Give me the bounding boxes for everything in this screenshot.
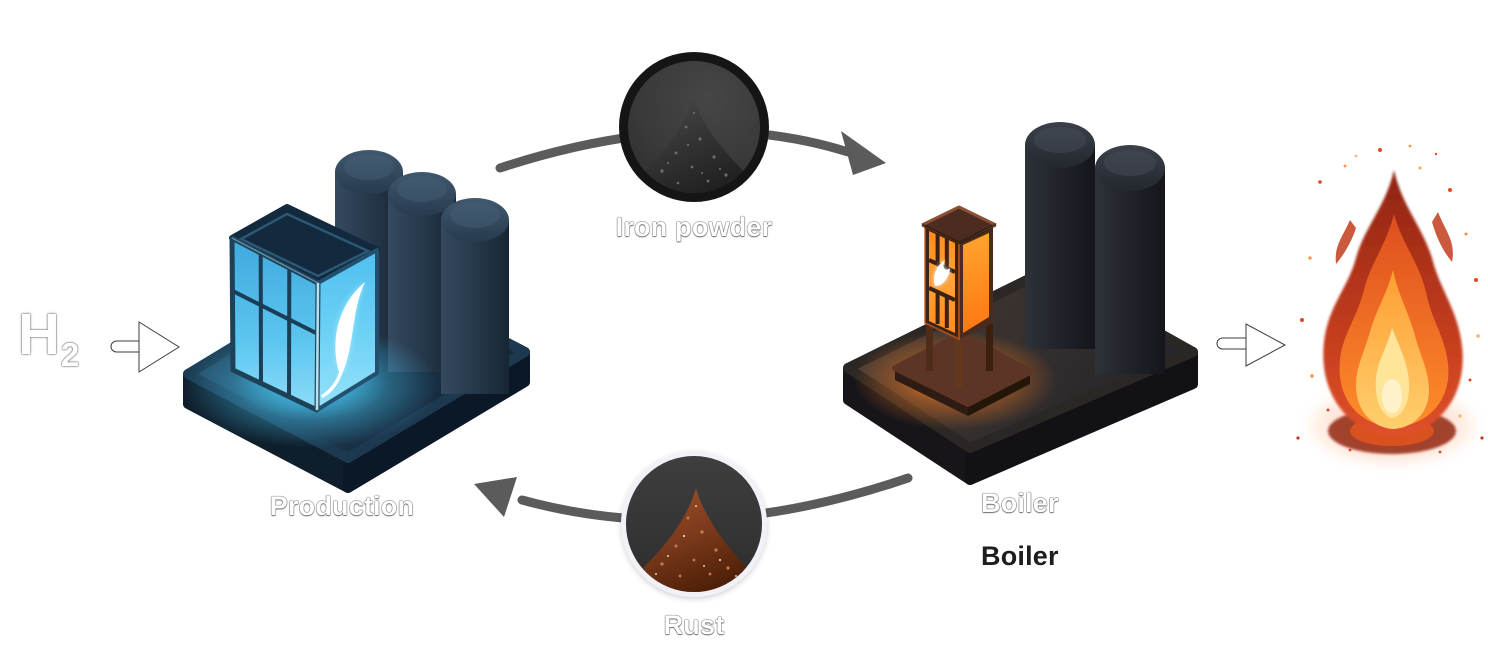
boiler-silos: [1025, 122, 1165, 374]
flame-logo-icon: [934, 260, 950, 286]
boiler-tower-legs: [926, 323, 993, 387]
iron-powder-badge: [619, 52, 769, 202]
h2-subscript: 2: [60, 336, 80, 373]
production-silos: [335, 150, 509, 394]
production-building: [229, 204, 380, 413]
input-arrow-icon: [110, 321, 180, 373]
production-label: Production: [269, 491, 415, 521]
h2-label: H2: [18, 306, 80, 373]
boiler-facility-illustration: [843, 122, 1198, 485]
boiler-label-duplicate: Boiler: [981, 541, 1059, 571]
leaf-logo-icon: [321, 282, 365, 398]
rust-image: [626, 488, 762, 592]
h2-symbol: H: [18, 302, 60, 367]
fire-illustration: [1296, 144, 1484, 468]
production-facility-illustration: [182, 150, 530, 493]
output-arrow-icon: [1216, 323, 1287, 367]
boiler-label: Boiler: [981, 488, 1059, 518]
boiler-tower: [921, 205, 997, 341]
rust-label: Rust: [663, 610, 725, 640]
fire-sparks: [1296, 144, 1484, 454]
rust-badge: [621, 451, 767, 597]
iron-powder-image: [628, 97, 760, 193]
iron-powder-label: Iron powder: [615, 212, 773, 242]
